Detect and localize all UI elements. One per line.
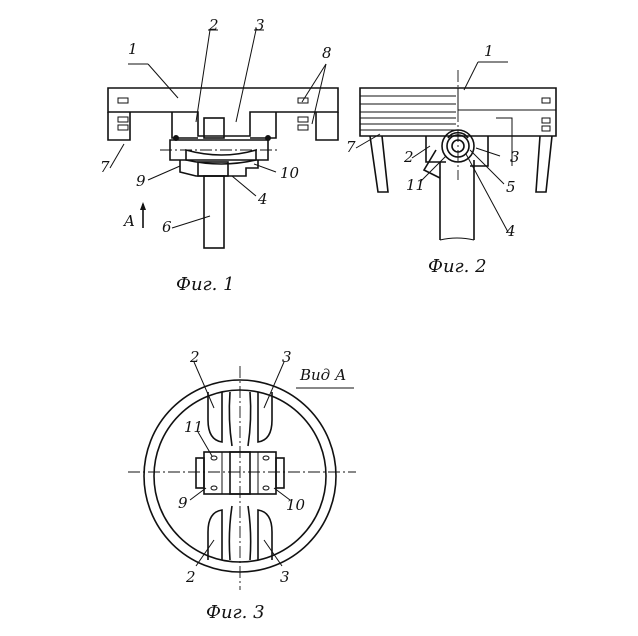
fig2-boss-3-inner [496, 117, 513, 166]
fig3-rib-3-top [257, 392, 273, 443]
fig1-label-3: 3 [255, 16, 265, 34]
figure-2: 1 7 2 3 11 5 4 Фиг. 2 [346, 42, 557, 277]
fig1-rod [203, 175, 225, 249]
fig1-label-6: 6 [162, 218, 172, 236]
fig1-skirt-right [315, 112, 339, 141]
fig2-skirt-right [535, 135, 553, 193]
fig1-label-9: 9 [136, 172, 146, 190]
fig1-boss-2 [171, 112, 198, 139]
fig2-head-hatch [457, 87, 557, 111]
fig2-skirt [369, 135, 389, 193]
fig2-pin-outer [441, 129, 475, 163]
fig2-label-3: 3 [510, 148, 520, 166]
fig1-label-1: 1 [128, 40, 138, 58]
fig1-label-4: 4 [257, 190, 268, 208]
fig1-label-2: 2 [208, 16, 219, 34]
fig1-rings-left [117, 97, 129, 131]
fig1-pin-housing [169, 139, 269, 161]
fig2-caption: Фиг. 2 [428, 256, 487, 277]
fig3-label-2-top: 2 [189, 348, 200, 366]
fig3-pin-right-end [275, 457, 285, 489]
fig3-rib-mid-top [228, 391, 252, 447]
fig3-label-10: 10 [286, 496, 306, 514]
fig2-rings [360, 95, 456, 131]
fig3-label-11: 11 [184, 418, 203, 436]
fig1-lower-block [179, 160, 259, 177]
fig3-rib-mid-bottom [228, 505, 252, 561]
fig1-caption: Фиг. 1 [176, 274, 235, 295]
fig1-key-block [203, 117, 225, 139]
fig3-label-2-bottom: 2 [185, 568, 196, 586]
fig1-seal-right [265, 135, 271, 141]
fig2-label-11: 11 [406, 176, 425, 194]
fig2-rod-wing [422, 149, 441, 179]
fig1-skirt-left [107, 112, 131, 141]
fig3-label-3-bottom: 3 [280, 568, 290, 586]
fig1-seal-left [173, 135, 179, 141]
fig2-label-2: 2 [403, 148, 414, 166]
fig1-label-10: 10 [280, 164, 300, 182]
fig3-label-9: 9 [178, 494, 188, 512]
fig1-label-7: 7 [100, 158, 110, 176]
fig2-rod [439, 160, 475, 240]
fig3-caption: Фиг. 3 [206, 602, 265, 623]
fig3-rib-2-bottom [207, 509, 223, 560]
fig3-label-3-top: 3 [282, 348, 292, 366]
fig2-label-4: 4 [505, 222, 516, 240]
fig3-rib-2-top [207, 392, 223, 443]
figure-3: Вид А 2 3 11 [128, 348, 356, 623]
fig2-rings-right [541, 97, 551, 132]
fig1-boss-3 [250, 112, 277, 139]
fig1-label-A: A [122, 212, 135, 230]
fig2-pin-mid [446, 134, 470, 158]
figure-1: 1 2 3 8 7 9 10 4 6 A Фиг. 1 [100, 16, 339, 295]
fig3-view-label: Вид А [299, 366, 346, 384]
fig2-boss-3 [470, 136, 489, 167]
fig1-piston-head [107, 87, 339, 137]
fig2-pin-inner [451, 139, 465, 153]
fig3-rib-3-bottom [257, 509, 273, 560]
fig2-label-7: 7 [346, 138, 356, 156]
fig3-pin-left-end [195, 457, 205, 489]
fig1-rings-right [297, 97, 309, 131]
fig1-label-8: 8 [322, 44, 332, 62]
fig2-label-1: 1 [484, 42, 494, 60]
fig2-label-5: 5 [506, 178, 516, 196]
fig3-center-block [229, 451, 251, 495]
